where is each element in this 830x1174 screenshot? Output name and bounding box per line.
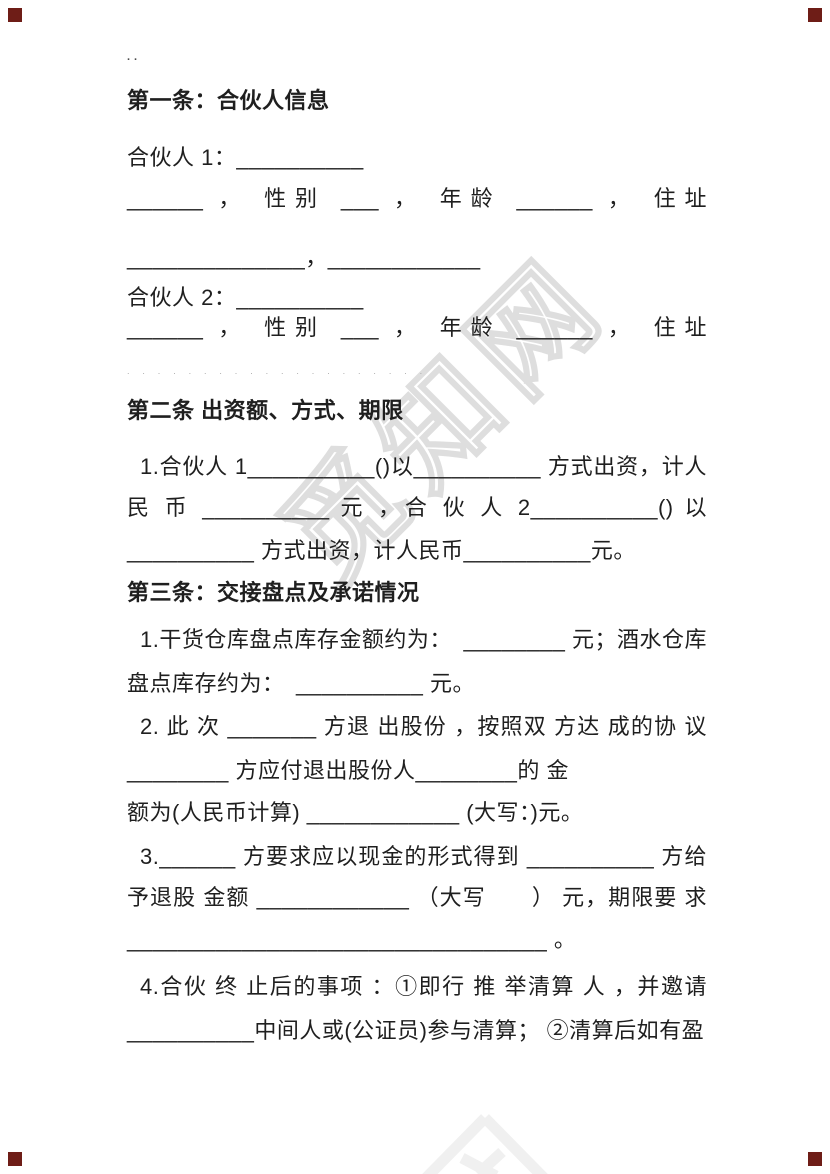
page-top-marks: ..	[127, 51, 142, 63]
termination-line-2: __________中间人或(公证员)参与清算； ②清算后如有盈	[127, 1018, 705, 1043]
inventory-line-2: 盘点库存约为： __________ 元。	[127, 671, 475, 696]
termination-line-1: 4.合伙 终 止后的事项 ：①即行 推 举清算 人 ，并邀请	[140, 974, 707, 999]
cash-request-line-2: 予退股 金额 ____________ （大写 ） 元，期限要 求	[127, 885, 707, 910]
partner2-name-line: 合伙人 2：__________	[127, 285, 364, 310]
corner-mark-bottom-right	[808, 1152, 822, 1166]
deadline-blank-line: _________________________________ 。	[127, 927, 577, 952]
corner-mark-bottom-left	[8, 1152, 22, 1166]
partner1-name-line: 合伙人 1：__________	[127, 145, 364, 170]
section-heading-article1: 第一条：合伙人信息	[127, 88, 330, 113]
contribution-line-2: 民 币 __________ 元 ，合 伙 人 2__________() 以	[127, 495, 707, 520]
watermark-logo-icon	[422, 1114, 548, 1174]
cash-request-line-1: 3.______ 方要求应以现金的形式得到 __________ 方给	[140, 844, 707, 869]
contribution-line-1: 1.合伙人 1__________()以__________ 方式出资，计人	[140, 454, 707, 479]
contribution-line-3: __________ 方式出资，计人民币__________元。	[127, 538, 636, 563]
corner-mark-top-left	[8, 8, 22, 22]
partner1-details-line: ______ ， 性别 ___ ， 年龄 ______ ， 住址	[127, 186, 707, 211]
withdrawal-line-2: ________ 方应付退出股份人________的 金	[127, 758, 569, 783]
withdrawal-line-1: 2. 此 次 _______ 方退 出股份 ，按照双 方达 成的协 议	[140, 714, 707, 739]
corner-mark-top-right	[808, 8, 822, 22]
partner2-details-line: ______ ， 性别 ___ ， 年龄 ______ ， 住址	[127, 315, 707, 340]
withdrawal-line-3: 额为(人民币计算) ____________ (大写：)元。	[127, 800, 584, 825]
section-heading-article3: 第三条：交接盘点及承诺情况	[127, 580, 420, 605]
section-heading-article2: 第二条 出资额、方式、期限	[127, 398, 404, 423]
inventory-line-1: 1.干货仓库盘点库存金额约为： ________ 元；酒水仓库	[140, 627, 707, 652]
dotted-separator: . . . . . . . . . . . . . . . . . . . . …	[127, 366, 427, 376]
partner1-address-blank: ______________，____________	[127, 245, 481, 270]
